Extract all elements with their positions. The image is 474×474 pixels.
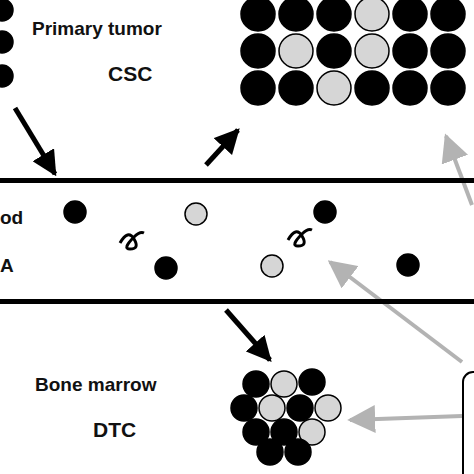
cell	[241, 34, 275, 68]
cell	[259, 395, 285, 421]
node-label: Bone marrow	[35, 374, 156, 396]
grey-arrow	[446, 136, 472, 205]
cell	[285, 439, 311, 465]
cell	[397, 254, 419, 276]
dna-fragment	[120, 233, 144, 250]
cropped-box	[463, 372, 474, 474]
cell	[155, 257, 177, 279]
node-label: Primary tumor	[32, 18, 162, 40]
cell	[287, 395, 313, 421]
cell	[317, 34, 351, 68]
node-label: od	[0, 207, 23, 229]
node-label: CSC	[108, 62, 152, 86]
cell	[355, 34, 389, 68]
cell	[315, 395, 341, 421]
cell	[355, 71, 389, 105]
cell	[431, 34, 465, 68]
node-label: A	[0, 255, 14, 277]
tumor-group: Primary tumorCSC	[0, 0, 215, 100]
cell	[243, 371, 269, 397]
circulating-cells	[64, 201, 419, 279]
cell	[0, 31, 13, 53]
grey-arrow	[330, 262, 462, 362]
cell	[393, 71, 427, 105]
cell	[393, 0, 427, 31]
flow-arrow	[15, 108, 55, 174]
cell	[64, 201, 86, 223]
cell	[185, 203, 207, 225]
cell	[299, 369, 325, 395]
cell	[241, 71, 275, 105]
cell	[279, 71, 313, 105]
cell	[317, 0, 351, 31]
cell	[241, 0, 275, 31]
metastasis-cluster	[241, 0, 465, 105]
cell	[393, 34, 427, 68]
cell	[271, 371, 297, 397]
metastasis-arrow	[206, 130, 238, 165]
dna-fragment	[288, 230, 312, 247]
flow-arrow	[226, 310, 270, 360]
cell	[261, 255, 283, 277]
cell	[0, 65, 13, 87]
marrow-cluster	[231, 369, 341, 465]
cell	[431, 0, 465, 31]
cell	[355, 0, 389, 31]
cell	[231, 395, 257, 421]
cell	[279, 34, 313, 68]
grey-arrow	[350, 416, 462, 420]
tumor-cells	[0, 0, 13, 87]
cell	[0, 0, 13, 21]
cell	[317, 71, 351, 105]
cell	[279, 0, 313, 31]
cell	[431, 71, 465, 105]
cell	[257, 439, 283, 465]
blood-vessel: odA	[0, 178, 474, 304]
marrow-group: Bone marrowDTC	[15, 364, 345, 464]
cell	[314, 201, 336, 223]
node-label: DTC	[93, 418, 136, 442]
